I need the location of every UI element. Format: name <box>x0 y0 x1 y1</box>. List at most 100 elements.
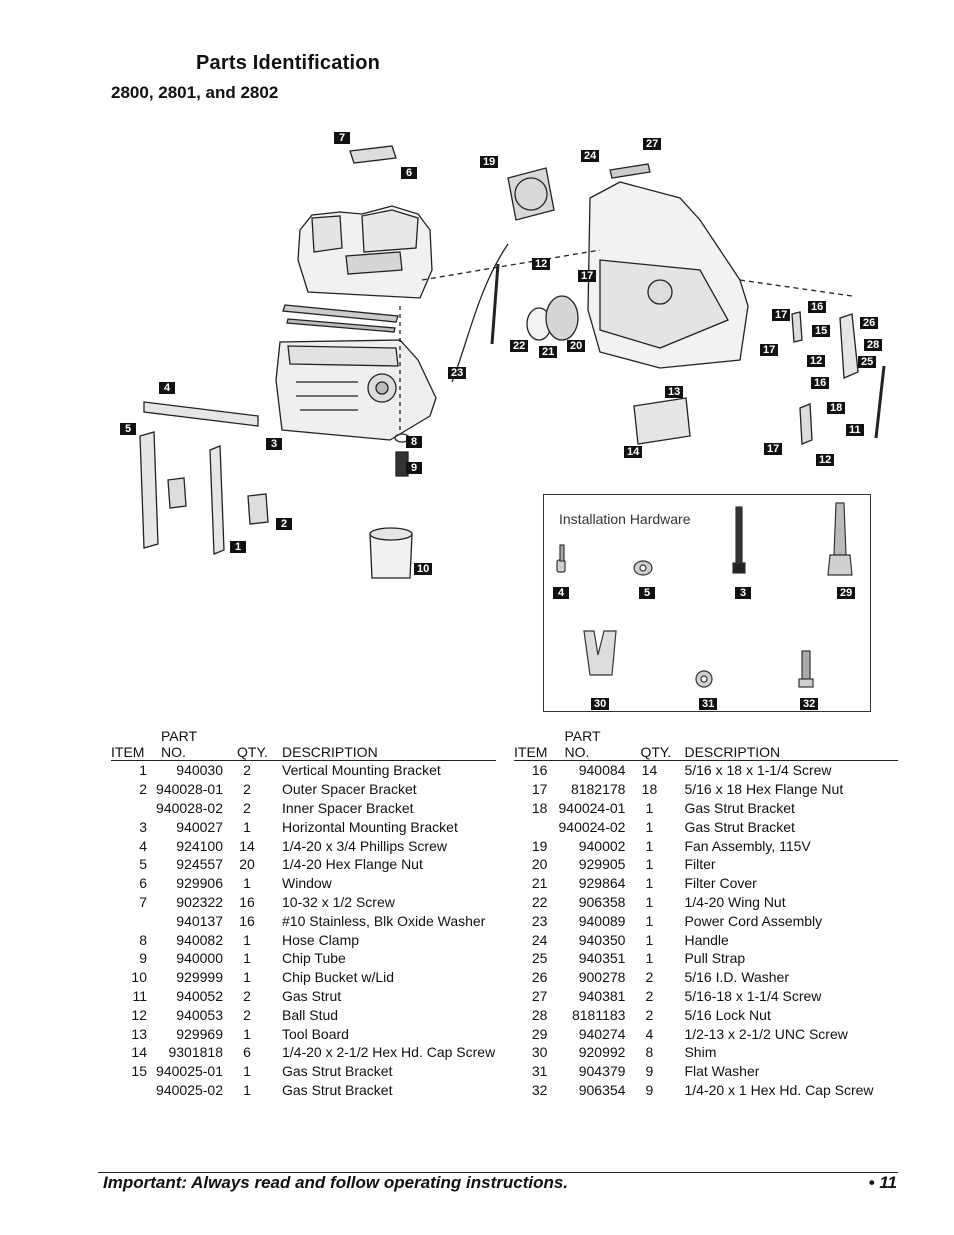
item-cell: 11 <box>132 987 147 1004</box>
qty-cell: 2 <box>243 799 251 816</box>
description-cell: 5/16 I.D. Washer <box>684 969 789 986</box>
part-no-cell: 929864 <box>578 875 626 892</box>
qty-cell: 1 <box>645 837 654 854</box>
item-cell: 6 <box>139 875 147 892</box>
item-cell: 18 <box>531 799 548 816</box>
description-cell: Pull Strap <box>684 950 746 967</box>
item-cell: 31 <box>531 1063 548 1080</box>
callout-23: 23 <box>448 367 467 379</box>
part-no-cell: 940381 <box>578 987 626 1004</box>
description-cell: Window <box>282 875 332 892</box>
callout-19: 19 <box>480 156 499 168</box>
part-no-cell: 940030 <box>176 762 223 779</box>
footer-rule <box>98 1172 898 1173</box>
hardware-drawing <box>556 502 853 688</box>
part-no-cell: 940028-02 <box>156 799 223 816</box>
part-no-cell: 940052 <box>176 987 223 1004</box>
header-qty: QTY. <box>625 728 674 761</box>
qty-cell: 2 <box>243 762 251 779</box>
item-cell: 10 <box>131 969 147 986</box>
item-cell <box>111 911 147 930</box>
item-cell: 17 <box>531 781 548 798</box>
qty-cell: 1 <box>645 893 654 910</box>
item-cell: 30 <box>531 1044 548 1061</box>
hardware-title: Installation Hardware <box>559 511 691 527</box>
qty-cell: 1 <box>243 1025 251 1042</box>
description-cell: Handle <box>684 931 729 948</box>
qty-cell: 16 <box>239 893 255 910</box>
item-cell: 5 <box>139 856 147 873</box>
description-cell: Chip Bucket w/Lid <box>282 969 395 986</box>
item-cell: 2 <box>139 781 147 798</box>
hw-callout-4: 4 <box>553 587 569 599</box>
header-item: ITEM <box>111 728 147 761</box>
description-cell: 1/2-13 x 2-1/2 UNC Screw <box>684 1025 848 1042</box>
qty-cell: 2 <box>243 1006 251 1023</box>
item-cell: 3 <box>139 818 147 835</box>
callout-6: 6 <box>401 167 417 179</box>
qty-cell: 1 <box>243 818 251 835</box>
part-no-cell: 940089 <box>578 912 626 929</box>
callout-26: 26 <box>860 317 879 329</box>
qty-cell: 1 <box>243 969 251 986</box>
part-no-cell: 940027 <box>176 818 223 835</box>
qty-cell: 2 <box>645 969 654 986</box>
callout-27: 27 <box>643 138 662 150</box>
qty-cell: 1 <box>243 1081 251 1098</box>
part-no-cell: 929999 <box>176 969 223 986</box>
qty-cell: 1 <box>243 931 251 948</box>
description-cell: 10-32 x 1/2 Screw <box>282 893 395 910</box>
qty-cell: 2 <box>645 987 654 1004</box>
qty-cell: 2 <box>645 1006 654 1023</box>
qty-cell: 1 <box>645 931 654 948</box>
callout-21: 21 <box>539 346 558 358</box>
item-cell <box>111 1081 147 1100</box>
callout-5: 5 <box>120 423 136 435</box>
item-cell: 16 <box>531 762 548 779</box>
qty-cell: 14 <box>239 837 255 854</box>
callout-1: 1 <box>230 541 246 553</box>
header-part-no: PART NO. <box>147 728 223 761</box>
callout-8: 8 <box>406 436 422 448</box>
part-no-cell: 9301818 <box>168 1044 223 1061</box>
callout-20: 20 <box>567 340 586 352</box>
callout-12c: 12 <box>816 454 835 466</box>
description-cell: Fan Assembly, 115V <box>684 837 811 854</box>
page-title: Parts Identification <box>196 52 381 74</box>
callout-17c: 17 <box>764 443 783 455</box>
description-cell: #10 Stainless, Blk Oxide Washer <box>282 912 486 929</box>
exploded-parts-diagram: 7 6 19 24 27 12 17 22 21 20 23 4 5 3 8 9… <box>100 120 900 590</box>
item-cell: 22 <box>531 893 548 910</box>
header-description: DESCRIPTION <box>271 728 496 761</box>
qty-cell: 1 <box>243 1063 251 1080</box>
part-no-cell: 940053 <box>176 1006 223 1023</box>
description-cell: Filter Cover <box>684 875 757 892</box>
callout-12b: 12 <box>807 355 826 367</box>
item-cell <box>514 817 547 836</box>
callout-13: 13 <box>665 386 684 398</box>
description-cell: Gas Strut Bracket <box>684 818 795 835</box>
table-header-row: ITEM PART NO. QTY. DESCRIPTION <box>514 728 898 761</box>
description-cell: 1/4-20 x 3/4 Phillips Screw <box>282 837 447 854</box>
callout-25: 25 <box>858 356 877 368</box>
qty-cell: 2 <box>243 987 251 1004</box>
part-no-cell: 940028-01 <box>156 781 223 798</box>
description-cell: 5/16-18 x 1-1/4 Screw <box>684 987 822 1004</box>
header-qty: QTY. <box>223 728 271 761</box>
